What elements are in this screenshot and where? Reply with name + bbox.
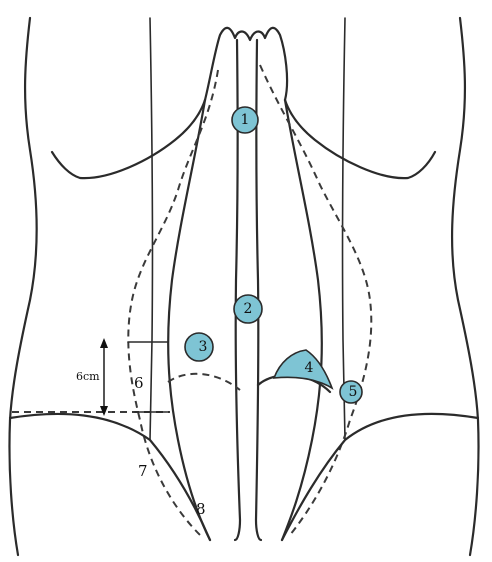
- marker-5: 5: [340, 381, 362, 403]
- right-inguinal-line: [282, 414, 478, 540]
- marker-5-label: 5: [349, 384, 358, 400]
- right-flank-outline: [452, 18, 478, 555]
- measurement-arrow-top-head: [100, 338, 108, 348]
- right-dashed-contour: [260, 65, 371, 535]
- marker-4-label: 4: [305, 360, 314, 376]
- xiphoid-outline: [205, 28, 287, 100]
- marker-1-label: 1: [241, 112, 250, 128]
- marker-3: 3: [185, 333, 213, 361]
- region-6-label: 6: [134, 374, 144, 392]
- marker-3-label: 3: [199, 339, 208, 355]
- marker-1: 1: [232, 107, 258, 133]
- marker-2-label: 2: [244, 301, 253, 317]
- right-rectus-inner-curve: [282, 100, 322, 540]
- left-inguinal-line: [10, 414, 210, 540]
- marker-4-patch: [274, 350, 332, 388]
- region-8-label: 8: [196, 500, 206, 518]
- right-costal-margin: [285, 100, 435, 178]
- left-rectus-lateral-line: [150, 18, 152, 440]
- left-costal-margin: [52, 100, 205, 178]
- region-7-label: 7: [138, 462, 148, 480]
- left-flank-outline: [9, 18, 36, 555]
- left-arcuate-dashed-arc: [168, 374, 240, 390]
- measurement-label: 6cm: [76, 370, 100, 383]
- marker-2: 2: [234, 295, 262, 323]
